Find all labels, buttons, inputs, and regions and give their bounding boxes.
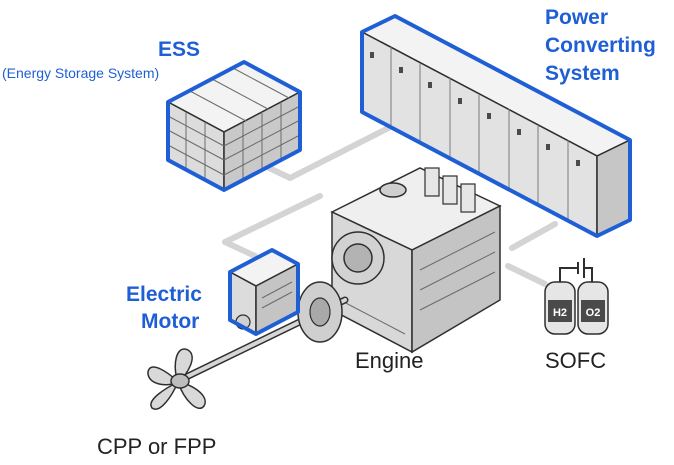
sofc-label: SOFC bbox=[545, 348, 607, 373]
connector-sofc-loop bbox=[505, 263, 548, 287]
converter-cabinet-icon bbox=[360, 14, 632, 238]
connector-pcs-sofc bbox=[509, 221, 558, 251]
engine-label: Engine bbox=[355, 348, 424, 373]
fuel-cell-tanks-icon: H2 O2 bbox=[544, 258, 609, 335]
pcs-label-line-2: Converting bbox=[545, 34, 656, 57]
ess-title: ESS bbox=[158, 38, 201, 61]
battery-rack-icon bbox=[166, 60, 302, 192]
ess-subtitle: (Energy Storage System) bbox=[2, 65, 160, 81]
coupling bbox=[297, 281, 343, 343]
pcs-label-line-3: System bbox=[545, 62, 620, 85]
propeller-label: CPP or FPP bbox=[97, 434, 217, 459]
propeller-icon bbox=[147, 348, 206, 410]
connector-pcs-motor bbox=[222, 193, 323, 245]
o2-label: O2 bbox=[586, 307, 601, 319]
motor-label-line-2: Motor bbox=[141, 310, 200, 333]
h2-label: H2 bbox=[553, 307, 567, 319]
pcs-label-line-1: Power bbox=[545, 6, 609, 29]
connector-pcs-motor-down bbox=[222, 239, 258, 259]
motor-label-line-1: Electric bbox=[126, 283, 202, 306]
electric-motor-icon bbox=[228, 248, 300, 336]
engine-icon bbox=[330, 167, 502, 354]
